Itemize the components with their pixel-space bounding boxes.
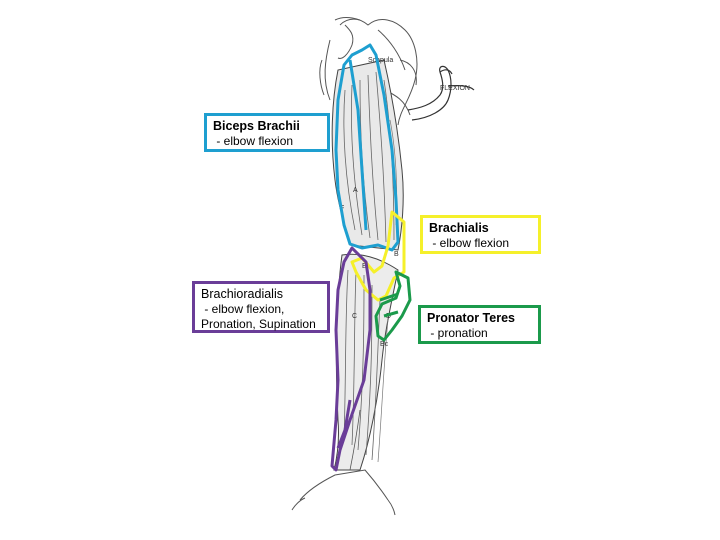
biceps-brachii-callout: Biceps Brachii - elbow flexion (204, 113, 330, 152)
pronator-teres-description: - pronation (427, 326, 488, 340)
scapula-label: Scapula (368, 57, 393, 64)
letter-c: C (352, 313, 357, 320)
letter-a: A (353, 187, 358, 194)
pronator-teres-outline (374, 270, 412, 342)
letter-bc: Bc (380, 341, 389, 348)
biceps-brachii-description: - elbow flexion (213, 134, 294, 148)
hand-sketch (291, 469, 396, 516)
letter-e: E (362, 263, 367, 270)
flexion-label: FLEXION (440, 85, 470, 92)
flexion-icon (407, 65, 475, 121)
biceps-outline (334, 43, 400, 252)
letter-b: B (394, 251, 399, 258)
brachioradialis-outline (330, 246, 372, 472)
brachialis-title: Brachialis (429, 221, 489, 235)
brachioradialis-title: Brachioradialis (201, 287, 283, 301)
biceps-brachii-title: Biceps Brachii (213, 119, 300, 133)
brachialis-description: - elbow flexion (429, 236, 510, 250)
brachialis-callout: Brachialis - elbow flexion (420, 215, 541, 254)
brachioradialis-callout: Brachioradialis - elbow flexion, Pronati… (192, 281, 330, 333)
brachioradialis-description: - elbow flexion, Pronation, Supination (201, 302, 316, 331)
pronator-teres-title: Pronator Teres (427, 311, 515, 325)
pronator-teres-callout: Pronator Teres - pronation (418, 305, 541, 344)
brachialis-outline (350, 210, 406, 302)
letter-d: D (386, 313, 391, 320)
